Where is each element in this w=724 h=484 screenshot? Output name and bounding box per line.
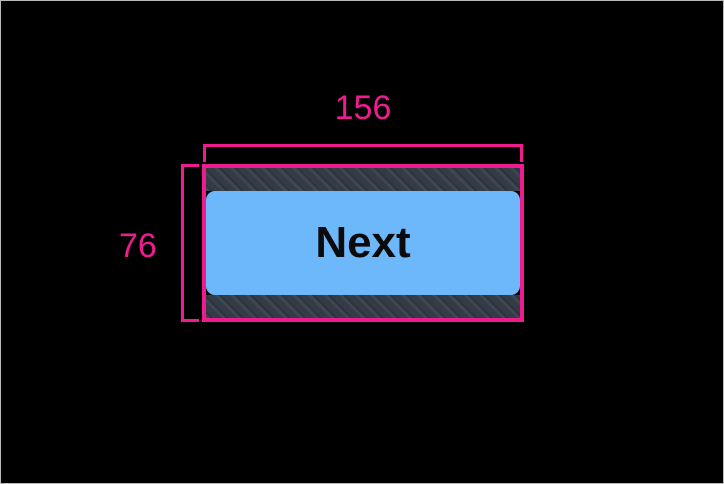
measured-widget[interactable]: Next xyxy=(206,168,520,318)
height-dimension-bracket xyxy=(181,164,199,322)
element-bounds-highlight xyxy=(202,164,524,322)
height-dimension-label: 76 xyxy=(119,227,157,265)
width-dimension-bracket xyxy=(203,144,523,162)
padding-band-bottom xyxy=(206,295,520,318)
padding-band-top xyxy=(206,168,520,191)
next-button[interactable]: Next xyxy=(206,191,520,295)
width-dimension-label: 156 xyxy=(1,89,723,127)
width-dimension-value: 156 xyxy=(334,89,392,127)
